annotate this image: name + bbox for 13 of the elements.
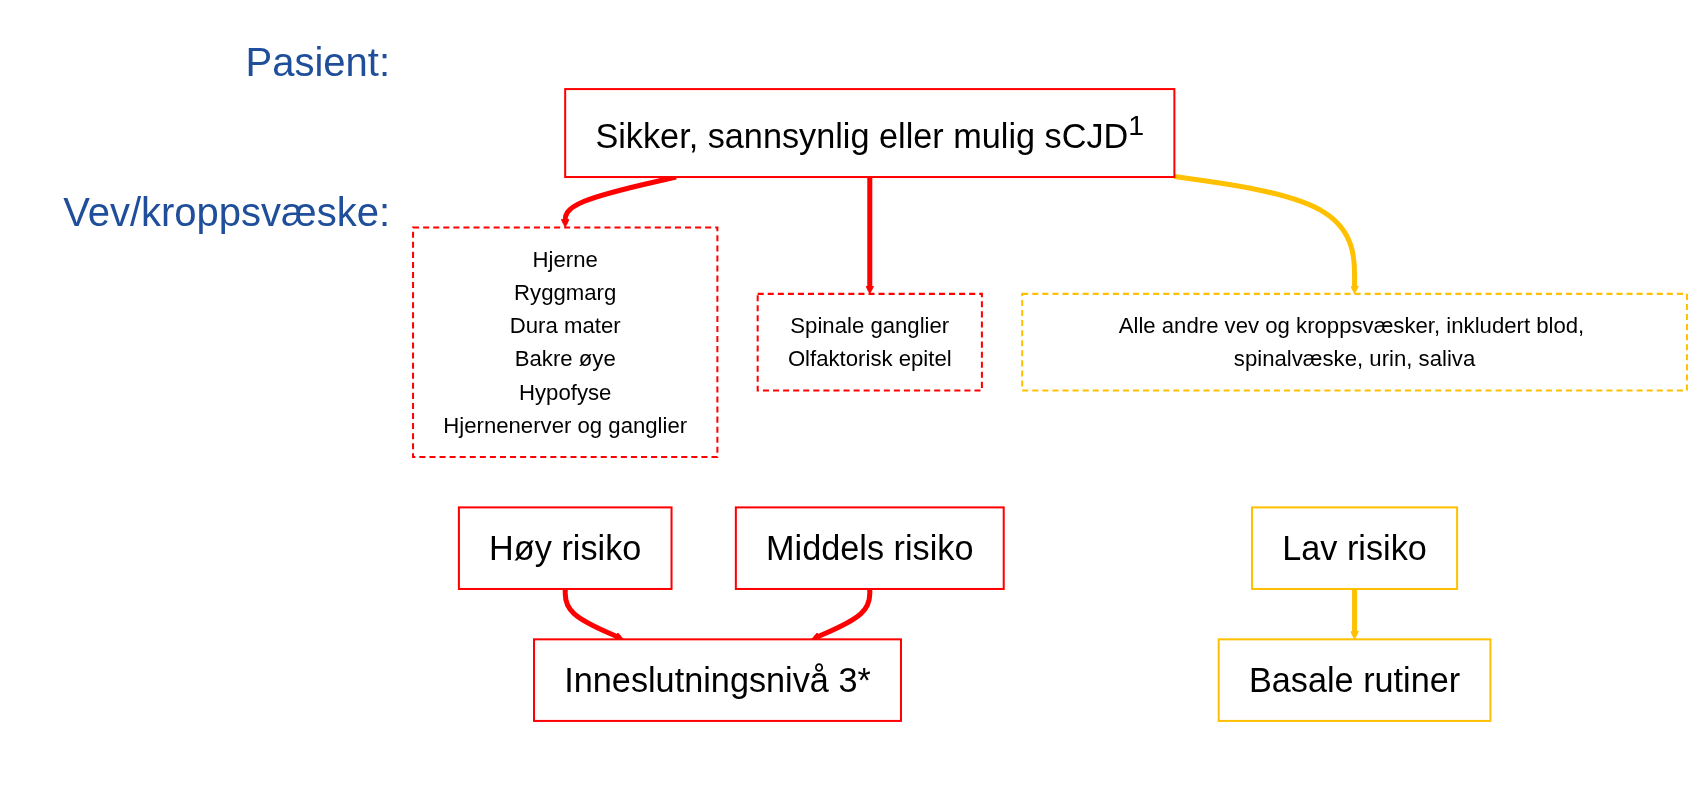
node-box: Høy risiko (457, 505, 673, 590)
arrow (865, 176, 875, 294)
node-box: Middels risiko (734, 505, 1005, 590)
node-box: Sikker, sannsynlig eller mulig sCJD$^{1}$ (564, 87, 1176, 178)
node-box: Spinale ganglier Olfaktorisk epitel (756, 292, 983, 392)
node-box: Alle andre vev og kroppsvæsker, inkludert blod, spinalvæske, urin, saliva (1021, 292, 1688, 392)
arrow (1174, 173, 1359, 294)
node-box: Inneslutningsnivå 3* (533, 637, 902, 722)
row-label: Vev/kroppsvæske: (63, 190, 390, 235)
node-box: Basale rutiner (1217, 637, 1492, 722)
row-label: Pasient: (245, 40, 390, 85)
node-box: Lav risiko (1251, 505, 1459, 590)
node-box: Hjerne Ryggmarg Dura mater Bakre øye Hypofyse Hjernenerver og ganglier (412, 225, 719, 458)
